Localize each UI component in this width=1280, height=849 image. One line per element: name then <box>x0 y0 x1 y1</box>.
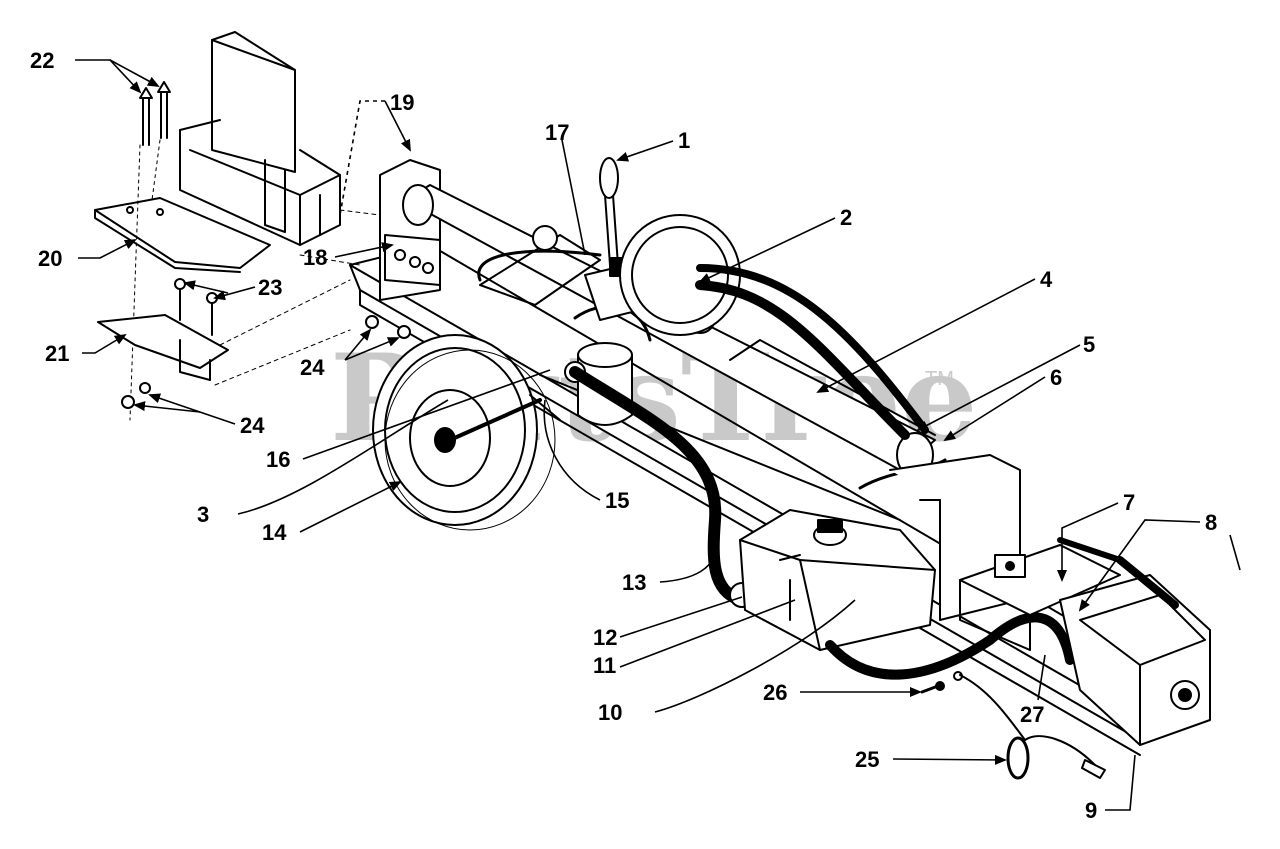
callout-7: 7 <box>1123 490 1135 515</box>
leader-14 <box>299 481 402 533</box>
leader-25 <box>892 754 1007 765</box>
leader-24b <box>148 393 236 425</box>
leader-17 <box>561 139 586 256</box>
callout-1: 1 <box>678 128 690 153</box>
callout-6: 6 <box>1050 365 1062 390</box>
leader-2 <box>698 217 836 283</box>
leader-19b <box>384 100 411 152</box>
alignment-lines <box>214 209 381 386</box>
callout-15: 15 <box>605 488 629 513</box>
leader-7 <box>1057 502 1119 582</box>
front-wheel <box>372 334 561 531</box>
callout-25: 25 <box>855 747 879 772</box>
callout-19: 19 <box>390 90 414 115</box>
leader-11 <box>619 599 796 668</box>
pump-mount <box>959 544 1121 651</box>
leader-23b <box>183 280 229 294</box>
leader-13 <box>659 539 717 583</box>
callout-3: 3 <box>197 502 209 527</box>
callout-17: 17 <box>545 120 569 145</box>
callout-24-lower: 24 <box>240 413 265 438</box>
leader-16 <box>302 369 551 460</box>
leader-6 <box>943 376 1046 442</box>
callout-16: 16 <box>266 447 290 472</box>
rear-wheel <box>619 214 741 336</box>
return-hose <box>825 612 1075 680</box>
lock-nuts <box>365 315 411 339</box>
base-plate <box>94 197 271 273</box>
callout-24-upper: 24 <box>300 355 325 380</box>
callout-12: 12 <box>593 625 617 650</box>
callout-5: 5 <box>1083 332 1095 357</box>
leader-9 <box>1105 754 1136 811</box>
watermark-trademark: TM <box>925 368 954 390</box>
leader-23a <box>213 286 256 301</box>
leader-18 <box>334 242 394 258</box>
leader-24b2 <box>133 401 201 413</box>
leader-22a <box>75 59 142 94</box>
callout-11: 11 <box>593 653 616 678</box>
drawing <box>94 31 1211 780</box>
callout-14: 14 <box>262 520 287 545</box>
carriage-bolts <box>129 81 171 421</box>
leader-12 <box>619 596 743 638</box>
pump-engine <box>1057 537 1211 746</box>
callout-labels: 1 2 3 4 5 6 7 8 9 10 11 12 13 14 15 16 1… <box>30 48 1217 823</box>
callout-13: 13 <box>622 570 646 595</box>
pressure-hose <box>695 264 929 440</box>
leader-24a2 <box>344 337 400 361</box>
lower-bracket-plate <box>97 278 229 409</box>
leader-10 <box>654 599 856 713</box>
callout-20: 20 <box>38 246 62 271</box>
leader-1 <box>616 140 674 162</box>
leader-8a <box>1078 519 1201 612</box>
callout-21: 21 <box>45 341 69 366</box>
leader-15 <box>543 399 601 501</box>
splitting-wedge <box>179 31 341 246</box>
callout-22: 22 <box>30 48 54 73</box>
leader-22b <box>109 59 160 87</box>
callout-9: 9 <box>1085 798 1097 823</box>
leader-21 <box>82 333 127 354</box>
leader-24a <box>344 328 372 361</box>
leader-19a <box>339 100 385 216</box>
callout-18: 18 <box>303 245 327 270</box>
ignition-cable <box>953 671 1106 780</box>
leader-4 <box>816 278 1036 393</box>
leader-27 <box>1037 654 1046 701</box>
callout-4: 4 <box>1040 267 1053 292</box>
callout-10: 10 <box>598 700 622 725</box>
callout-27: 27 <box>1020 702 1044 727</box>
callout-8: 8 <box>1205 510 1217 535</box>
leader-8b <box>1229 534 1241 571</box>
control-lever <box>599 157 619 266</box>
hex-bolt <box>920 681 945 694</box>
callout-2: 2 <box>840 205 852 230</box>
leader-20 <box>78 239 137 259</box>
callout-23: 23 <box>258 275 282 300</box>
callout-26: 26 <box>763 680 787 705</box>
hydraulic-tank <box>739 509 936 651</box>
front-mount-block <box>379 159 441 301</box>
leader-lines <box>75 59 1241 811</box>
leader-5 <box>916 344 1081 431</box>
